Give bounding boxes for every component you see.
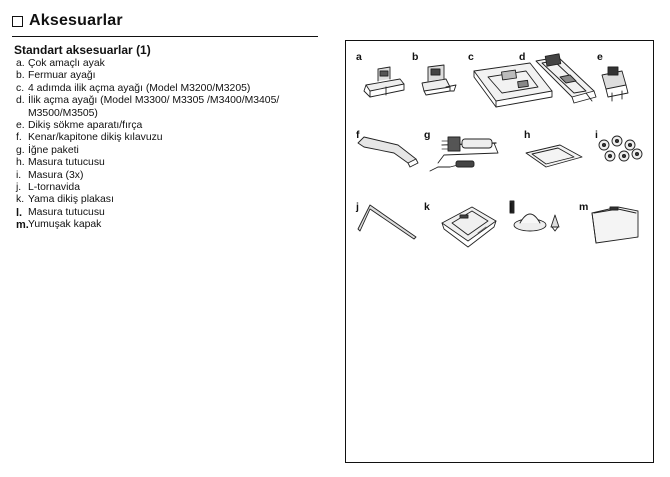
list-item: k.Yama dikiş plakası bbox=[16, 194, 316, 206]
needle-pack-icon bbox=[429, 136, 499, 172]
label-m: m bbox=[579, 201, 589, 213]
list-item: m.Yumuşak kapak bbox=[16, 219, 316, 231]
item-text: Yumuşak kapak bbox=[28, 219, 102, 231]
item-letter: j. bbox=[16, 182, 22, 194]
item-letter: i. bbox=[16, 169, 22, 181]
bobbins-icon bbox=[598, 135, 643, 162]
list-item: c.4 adımda ilik açma ayağı (Model M3200/… bbox=[16, 83, 316, 95]
l-screwdriver-icon bbox=[357, 204, 417, 240]
item-letter: h. bbox=[16, 157, 25, 169]
item-text: İğne paketi bbox=[28, 144, 79, 156]
item-text: Masura tutucusu bbox=[28, 206, 105, 218]
title-divider bbox=[12, 36, 318, 37]
item-letter: g. bbox=[16, 144, 25, 156]
list-item: b.Fermuar ayağı bbox=[16, 70, 316, 82]
list-item: e.Dikiş sökme aparatı/fırça bbox=[16, 120, 316, 132]
label-i: i bbox=[595, 129, 598, 141]
item-letter: k. bbox=[16, 194, 25, 206]
section-header: Aksesuarlar bbox=[12, 12, 123, 30]
label-e: e bbox=[597, 51, 603, 63]
list-item: g.İğne paketi bbox=[16, 145, 316, 157]
page-title: Aksesuarlar bbox=[29, 12, 123, 29]
section-subtitle: Standart aksesuarlar (1) bbox=[14, 43, 151, 57]
edge-quilting-guide-icon bbox=[357, 136, 419, 168]
item-text: L-tornavida bbox=[28, 182, 80, 194]
item-letter: l. bbox=[16, 206, 23, 219]
item-text: Yama dikiş plakası bbox=[28, 194, 114, 206]
label-d: d bbox=[519, 51, 526, 63]
accessories-illustration bbox=[357, 53, 643, 248]
label-a: a bbox=[356, 51, 362, 63]
item-letter: d. bbox=[16, 95, 25, 107]
darning-plate-icon bbox=[441, 206, 497, 248]
buttonhole-foot-icon bbox=[535, 53, 597, 104]
label-h: h bbox=[524, 129, 531, 141]
label-b: b bbox=[412, 51, 419, 63]
list-item: f. Kenar/kapitone dikiş kılavuzu bbox=[16, 132, 316, 144]
seam-ripper-brush-icon bbox=[601, 66, 629, 102]
zipper-foot-icon bbox=[421, 64, 457, 96]
item-letter: b. bbox=[16, 70, 25, 82]
item-letter: m. bbox=[16, 219, 29, 232]
accessory-list: a.Çok amaçlı ayak b.Fermuar ayağı c.4 ad… bbox=[16, 58, 316, 232]
list-item: j. L-tornavida bbox=[16, 182, 316, 194]
list-item: a.Çok amaçlı ayak bbox=[16, 58, 316, 70]
list-item: i. Masura (3x) bbox=[16, 170, 316, 182]
item-letter: c. bbox=[16, 82, 25, 94]
item-text: Kenar/kapitone dikiş kılavuzu bbox=[28, 132, 163, 144]
list-item: h.Masura tutucusu bbox=[16, 157, 316, 169]
item-text: Fermuar ayağı bbox=[28, 70, 96, 82]
item-text: Çok amaçlı ayak bbox=[28, 58, 105, 69]
list-item: d.İlik açma ayağı (Model M3300/ M3305 /M… bbox=[16, 95, 316, 120]
label-g: g bbox=[424, 129, 431, 141]
item-text: 4 adımda ilik açma ayağı (Model M3200/M3… bbox=[28, 82, 251, 94]
multi-purpose-foot-icon bbox=[363, 66, 405, 98]
item-letter: f. bbox=[16, 132, 22, 144]
list-item: l. Masura tutucusu bbox=[16, 207, 316, 219]
label-k: k bbox=[424, 201, 430, 213]
item-letter: a. bbox=[16, 58, 25, 69]
item-text: Dikiş sökme aparatı/fırça bbox=[28, 120, 143, 132]
item-letter: e. bbox=[16, 120, 25, 132]
spool-holder-icon bbox=[509, 200, 560, 232]
label-j: j bbox=[356, 201, 359, 213]
accessories-illustration-panel: a b c d e f g h i j k l m bbox=[345, 40, 654, 463]
item-text: Masura tutucusu bbox=[28, 157, 105, 169]
label-l: l bbox=[509, 201, 513, 215]
item-text: İlik açma ayağı (Model M3300/ M3305 /M34… bbox=[28, 95, 280, 119]
item-text: Masura (3x) bbox=[28, 169, 84, 181]
buttonhole-foot-4step-icon bbox=[473, 62, 553, 108]
label-c: c bbox=[468, 51, 474, 63]
label-f: f bbox=[356, 129, 360, 141]
checkbox-square-icon bbox=[12, 15, 23, 27]
bobbin-holder-icon bbox=[525, 144, 583, 168]
soft-cover-icon bbox=[591, 206, 639, 244]
